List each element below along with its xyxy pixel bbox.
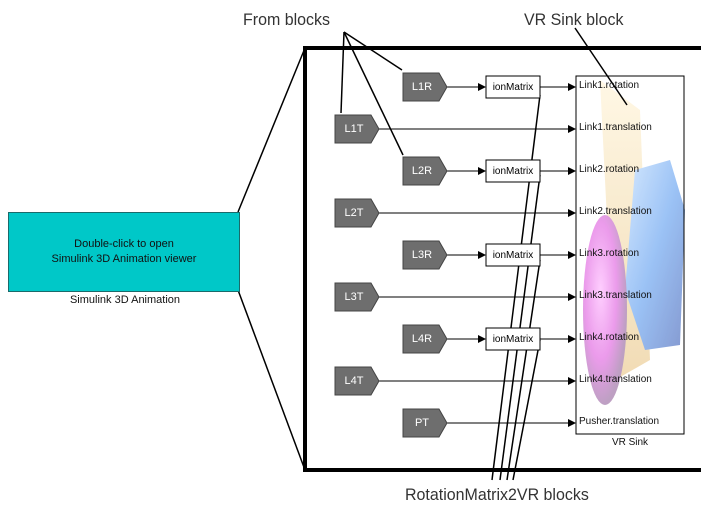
signal-lines [379, 83, 576, 427]
from-block-label: L4R [411, 333, 433, 345]
vr-sink-callout: VR Sink block [524, 10, 624, 29]
vr-sink-port: Link4.translation [579, 374, 652, 385]
from-blocks-callout: From blocks [243, 10, 331, 29]
from-block-label: L3T [344, 291, 364, 303]
vr-sink-port: Pusher.translation [579, 416, 660, 427]
from-block-pt[interactable] [402, 408, 448, 438]
vr-sink-port: Link1.translation [579, 122, 652, 133]
vr-sink-caption: VR Sink [611, 437, 649, 448]
from-block-l4t[interactable] [334, 366, 380, 396]
from-block-l1r[interactable] [402, 72, 448, 102]
rotation-matrix-label: ionMatrix [492, 81, 534, 93]
from-block-label: L2R [411, 165, 433, 177]
from-block-label: L3R [411, 249, 433, 261]
rotation-matrix-block[interactable] [485, 75, 541, 99]
vr-sink-port: Link2.rotation [579, 164, 640, 175]
vr-sink-port: Link3.translation [579, 290, 652, 301]
rotation-blocks-callout: RotationMatrix2VR blocks [405, 485, 589, 504]
from-block-l1t[interactable] [334, 114, 380, 144]
vr-sink-port: Link1.rotation [579, 80, 640, 91]
from-block-l2r[interactable] [402, 156, 448, 186]
from-block-label: L2T [344, 207, 364, 219]
vr-sink-port: Link2.translation [579, 206, 652, 217]
from-block-label: L1R [411, 81, 433, 93]
from-block-l2t[interactable] [334, 198, 380, 228]
from-block-l4r[interactable] [402, 324, 448, 354]
rotation-matrix-block[interactable] [485, 327, 541, 351]
from-block-label: L4T [344, 375, 364, 387]
rotation-matrix-label: ionMatrix [492, 333, 534, 345]
from-block-label: L1T [344, 123, 364, 135]
animation-block-caption: Simulink 3D Animation [69, 294, 181, 306]
simulink-3d-animation-block[interactable]: Double-click to open Simulink 3D Animati… [8, 212, 240, 292]
rotation-matrix-block[interactable] [485, 243, 541, 267]
from-block-l3r[interactable] [402, 240, 448, 270]
vr-sink-block[interactable] [575, 75, 685, 435]
vr-sink-port: Link3.rotation [579, 248, 640, 259]
from-block-l3t[interactable] [334, 282, 380, 312]
vr-sink-port: Link4.rotation [579, 332, 640, 343]
animation-block-line1: Double-click to open [74, 238, 174, 250]
vr-preview-graphic [583, 80, 685, 405]
rotation-matrix-block[interactable] [485, 159, 541, 183]
rotation-matrix-label: ionMatrix [492, 249, 534, 261]
animation-block-line2: Simulink 3D Animation viewer [51, 253, 197, 265]
zoom-connector [237, 47, 306, 471]
rotation-matrix-label: ionMatrix [492, 165, 534, 177]
from-block-label: PT [414, 417, 430, 429]
